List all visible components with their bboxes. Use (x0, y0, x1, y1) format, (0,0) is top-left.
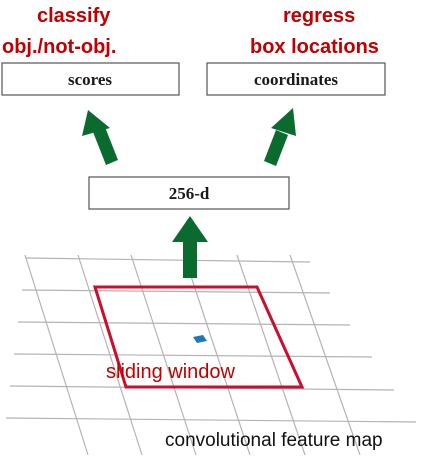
scores-label: scores (68, 70, 112, 89)
grid-row-3 (17, 321, 351, 326)
grid-row-1 (24, 257, 311, 263)
coordinates-label: coordinates (254, 70, 338, 89)
grid-row-2 (21, 289, 331, 294)
grid-col-6 (289, 254, 361, 456)
feature-box (88, 176, 290, 210)
arrow-to-coordinates-head (271, 108, 296, 136)
feature-map-grid (5, 254, 417, 456)
sliding-window-label: sliding window (106, 361, 236, 383)
arrow-to-coordinates-shaft (264, 130, 288, 166)
arrow-to-coordinates (264, 108, 296, 166)
grid-col-5 (236, 254, 306, 456)
scores-box (1, 62, 180, 96)
grid-col-2 (77, 254, 143, 456)
classify-sublabel: obj./not-obj. (2, 36, 116, 58)
arrow-to-scores-shaft (93, 127, 118, 165)
feature-map-label: convolutional feature map (165, 430, 383, 451)
coordinates-box (206, 62, 386, 96)
arrow-up-to-feature-head (172, 216, 208, 242)
regress-label: regress (283, 5, 355, 27)
classify-label: classify (37, 5, 111, 27)
regress-sublabel: box locations (250, 36, 379, 58)
arrow-up-to-feature (172, 216, 208, 278)
window-center-marker (193, 335, 207, 343)
grid-row-4 (13, 353, 373, 358)
sliding-window-frame (92, 285, 305, 389)
arrow-to-scores (82, 110, 118, 165)
arrow-to-scores-head (82, 110, 110, 136)
grid-row-6 (5, 417, 417, 423)
feature-dimension-label: 256-d (169, 184, 210, 203)
arrow-up-to-feature-shaft (183, 238, 197, 278)
grid-col-1 (24, 254, 89, 456)
